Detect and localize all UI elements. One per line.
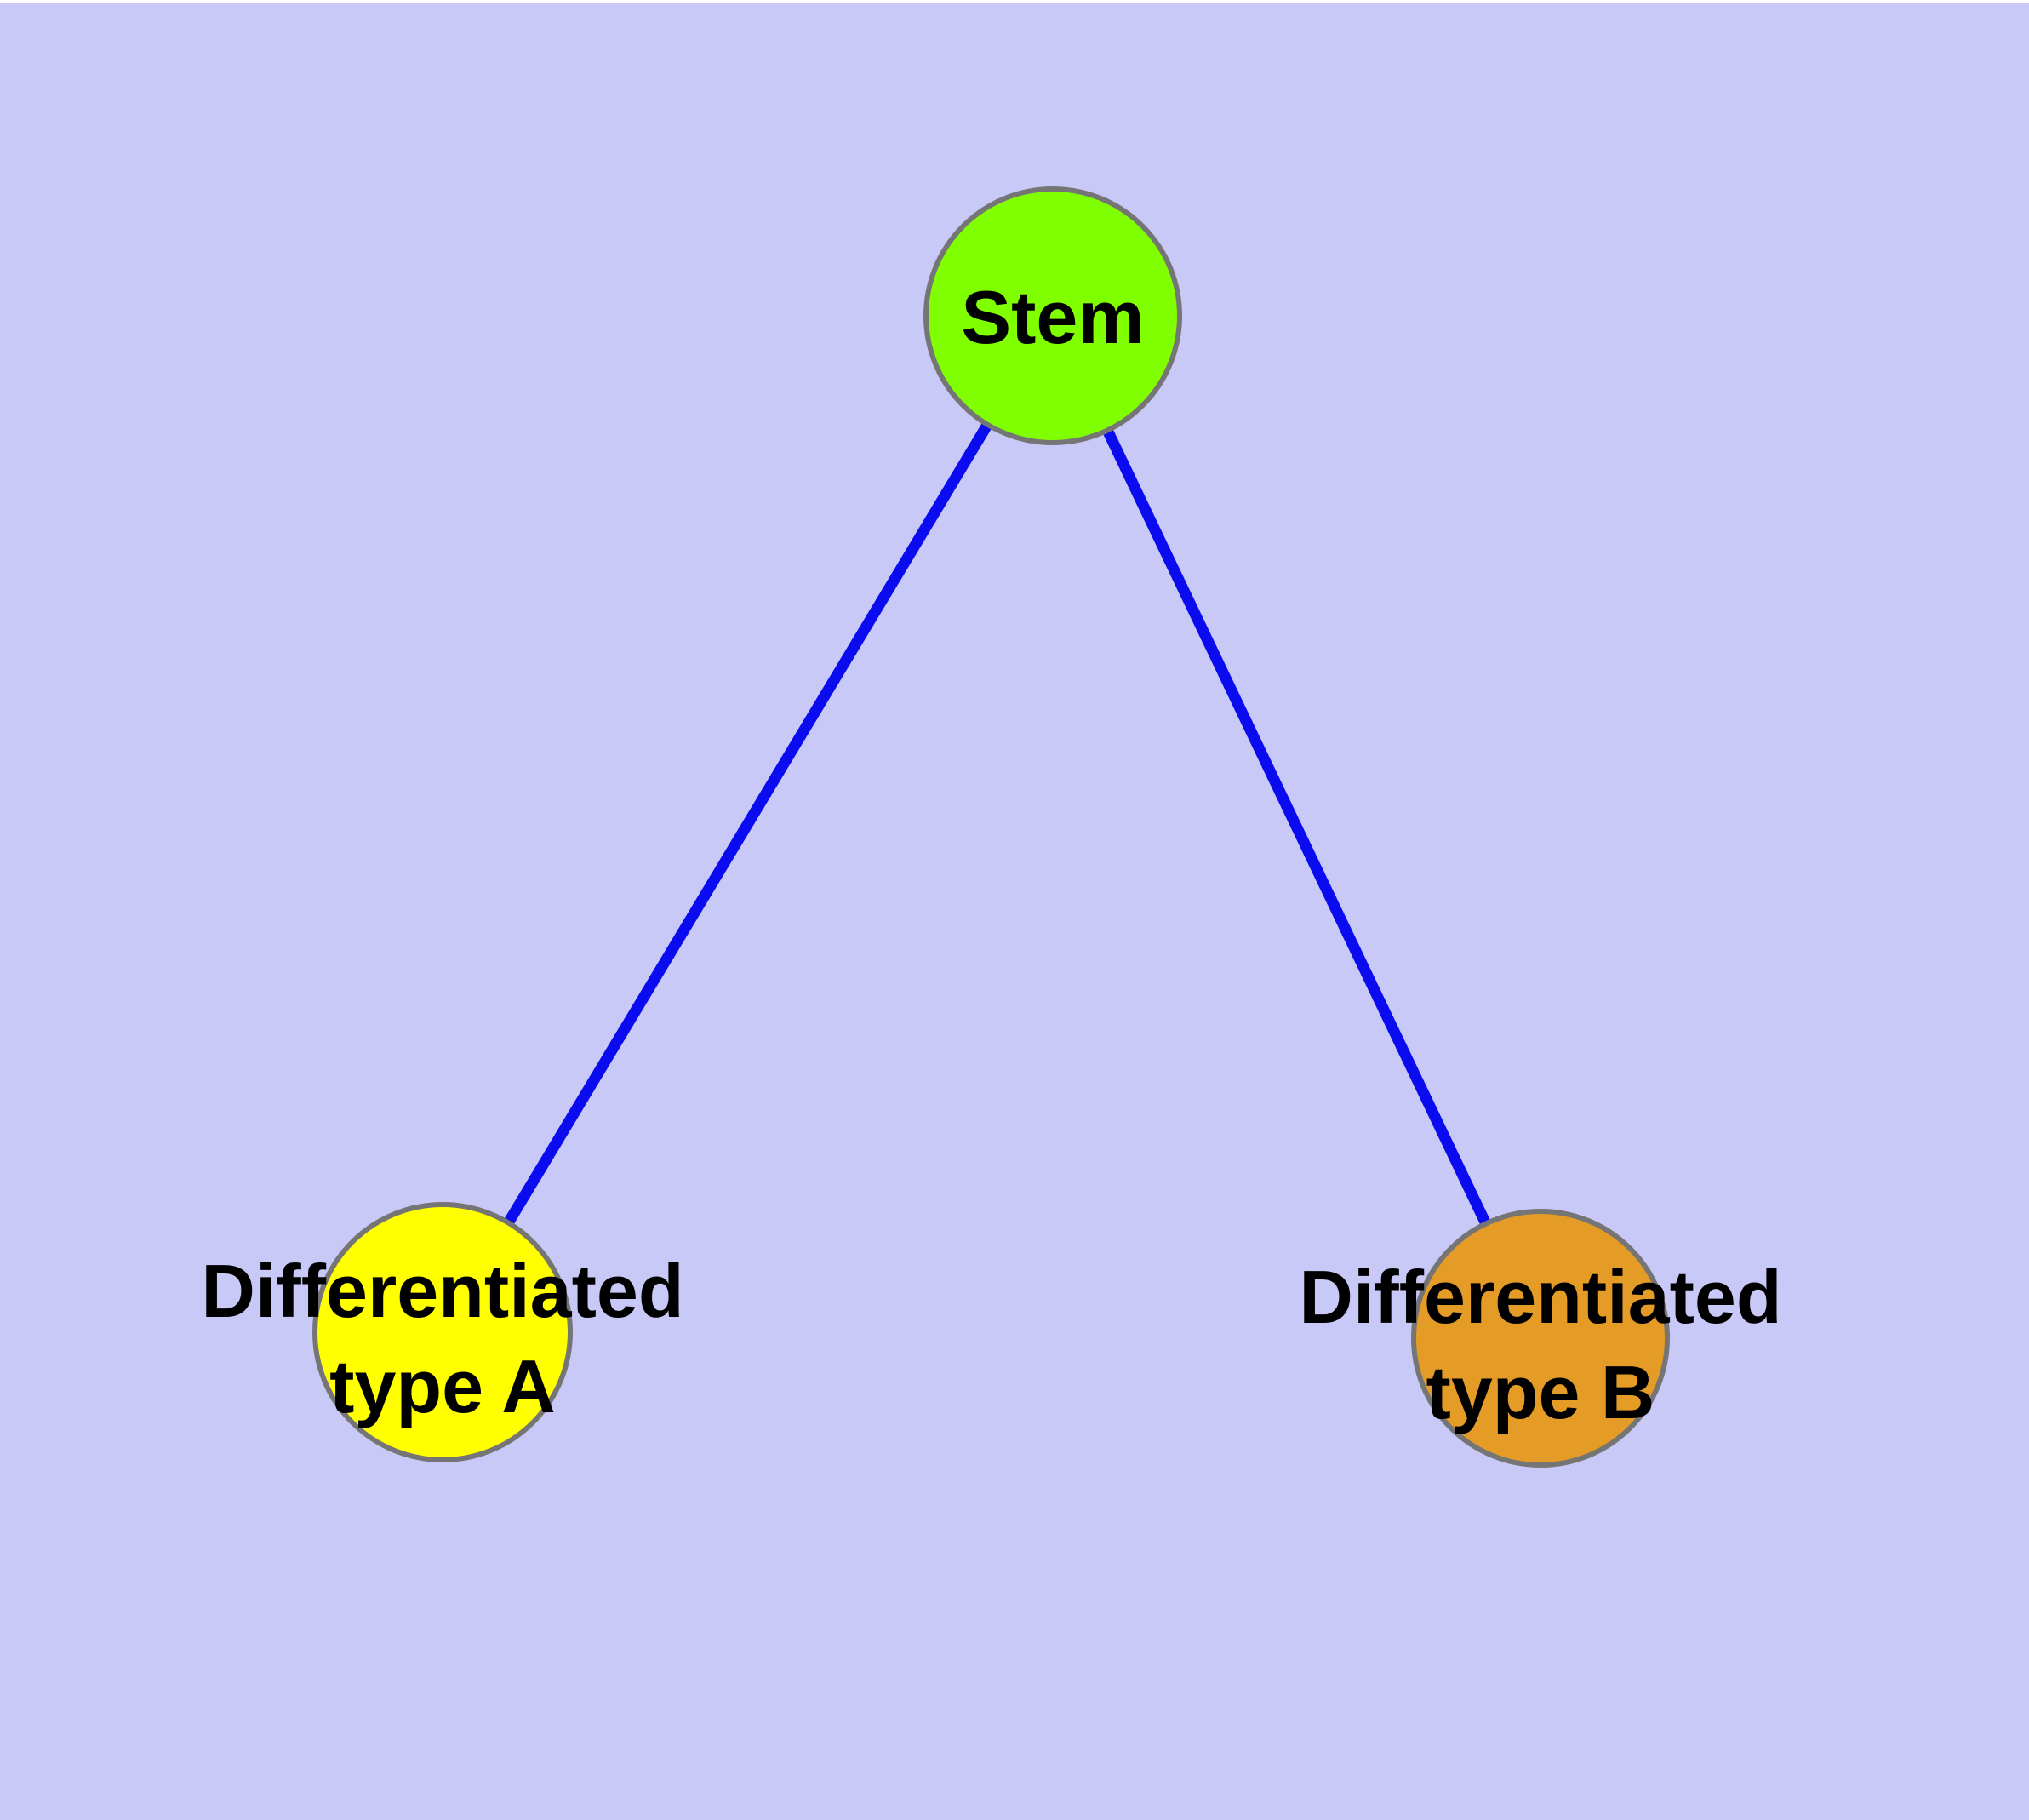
node-type-b-label-line1: Differentiated (1299, 1255, 1781, 1339)
node-type-a-label-line1: Differentiated (201, 1249, 683, 1333)
node-differentiated-type-a (312, 1202, 573, 1462)
node-differentiated-type-b (1411, 1209, 1670, 1468)
edge-stem-to-type-b (1048, 313, 1546, 1341)
node-type-a-label-line2: type A (329, 1344, 556, 1428)
node-type-b-label-line2: type B (1426, 1350, 1655, 1434)
node-stem (923, 186, 1182, 445)
node-stem-label: Stem (961, 275, 1144, 359)
edge-stem-to-type-a (437, 312, 1058, 1336)
